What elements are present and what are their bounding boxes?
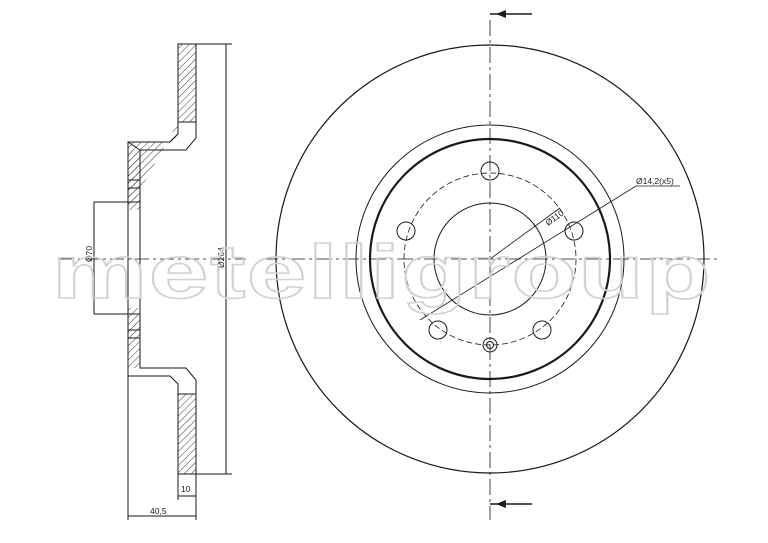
dimension-thickness: 10 xyxy=(181,484,191,494)
bolt-hole-left xyxy=(396,221,416,241)
front-view xyxy=(262,10,720,520)
leader-bolt-circle xyxy=(489,207,561,260)
dimension-bolt-circle: Ø110 xyxy=(543,208,565,228)
bolt-hole-lower-left xyxy=(428,320,448,340)
bolt-hole-right xyxy=(564,221,584,241)
friction-ring-upper xyxy=(177,43,197,123)
friction-ring-lower xyxy=(177,393,197,475)
bolt-circle xyxy=(403,172,577,346)
section-arrow-bottom xyxy=(496,500,506,508)
leader-bolt-holes xyxy=(419,185,637,321)
section-arrow-top xyxy=(496,10,506,18)
dimension-bolt-holes: Ø14,2(x5) xyxy=(636,176,674,186)
side-section-view xyxy=(60,43,246,520)
bolt-hole-lower-right xyxy=(532,320,552,340)
dimension-height: 40,5 xyxy=(150,506,167,516)
dimension-center-bore: Ø70 xyxy=(84,246,94,262)
watermark: metelligroup xyxy=(52,230,712,315)
dimension-outer-diameter: Ø264 xyxy=(216,247,226,268)
